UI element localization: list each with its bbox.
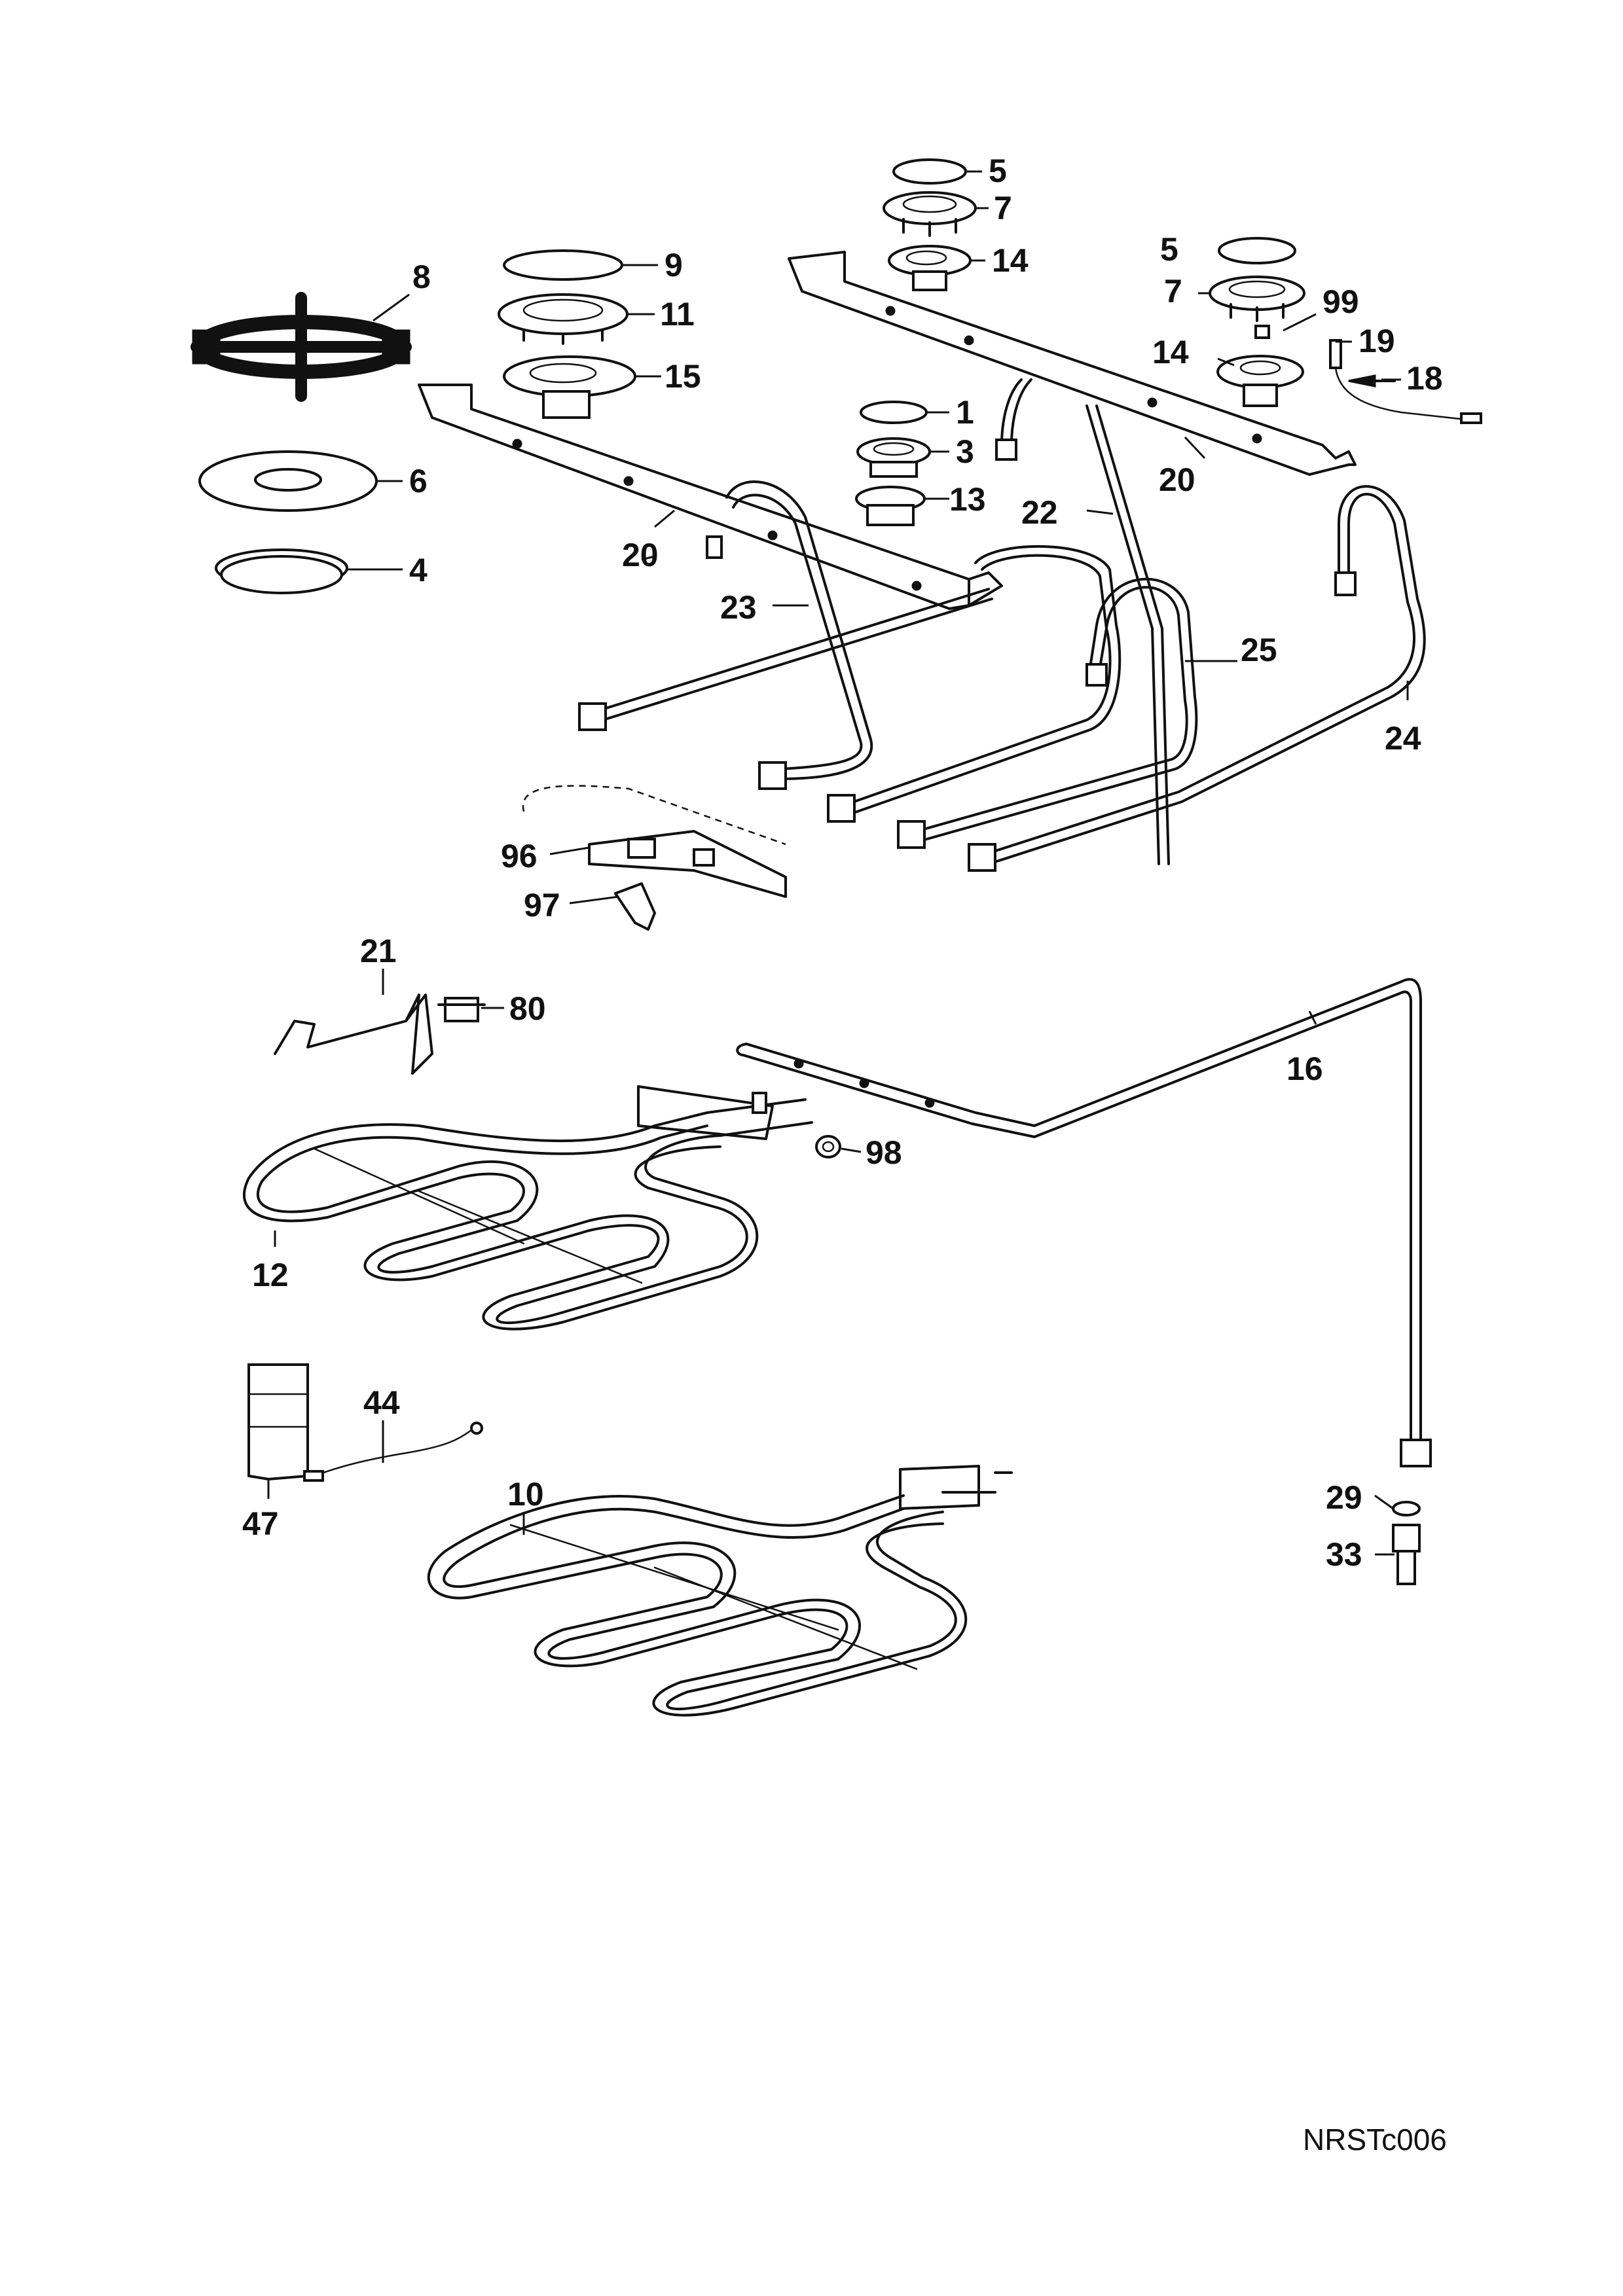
label-14-top: 14 (992, 242, 1029, 279)
burner-base-14-top (888, 245, 972, 291)
gas-pipe-24 (968, 485, 1426, 872)
label-24: 24 (1385, 720, 1421, 757)
connector-33 (1392, 1524, 1421, 1585)
label-20-right: 20 (1159, 461, 1195, 498)
ignition-unit-47 (247, 1363, 309, 1481)
burner-crown-3 (856, 437, 931, 478)
part-labels: 5 7 14 5 7 99 14 19 18 8 9 11 15 6 4 1 3… (242, 152, 1443, 1573)
label-99: 99 (1322, 283, 1359, 320)
gas-pipe-16 (736, 978, 1432, 1467)
label-14-right: 14 (1152, 334, 1189, 370)
label-7-top: 7 (994, 190, 1012, 226)
clip-97 (614, 882, 656, 931)
label-96: 96 (501, 838, 538, 874)
burner-cap-1 (860, 401, 928, 424)
burner-bracket-20-left (418, 384, 1003, 610)
label-8: 8 (412, 259, 431, 295)
drawing-code: NRSTc006 (1303, 2123, 1447, 2157)
burner-cap-5-top (892, 158, 967, 185)
pan-support-8 (191, 292, 412, 402)
burner-crown-7-top (883, 191, 977, 237)
gas-pipe-22 (995, 378, 1170, 865)
label-20-left: 20 (622, 537, 659, 573)
label-16: 16 (1286, 1050, 1323, 1087)
heating-element-10 (427, 1465, 1013, 1717)
burner-base-14-right (1216, 355, 1304, 407)
spillage-plate-6 (198, 450, 378, 512)
nut-98 (815, 1135, 841, 1158)
label-4: 4 (409, 552, 428, 588)
burner-cap-5-right (1218, 237, 1296, 264)
electrode-18 (1348, 374, 1396, 387)
label-7-right: 7 (1164, 273, 1182, 310)
ignition-switch-96 (522, 785, 787, 898)
label-9: 9 (665, 247, 683, 283)
ring-4 (215, 548, 348, 594)
label-18: 18 (1406, 360, 1443, 397)
label-98: 98 (866, 1134, 902, 1171)
gas-pipe-23 (725, 480, 873, 790)
label-21: 21 (360, 933, 397, 969)
label-6: 6 (409, 463, 428, 499)
label-47: 47 (242, 1505, 279, 1542)
injector-99 (1254, 325, 1270, 339)
label-23: 23 (720, 589, 757, 626)
heating-element-12 (243, 1085, 813, 1331)
burner-base-15 (503, 355, 636, 419)
gas-pipe-short-left (578, 535, 993, 731)
burner-base-13 (855, 486, 926, 526)
label-5-right: 5 (1160, 231, 1178, 268)
thermocouple-19 (1329, 339, 1482, 424)
connector-80 (437, 997, 486, 1022)
burner-bracket-20-right (788, 251, 1357, 476)
gas-pipe-left-long (827, 545, 1122, 823)
label-25: 25 (1241, 632, 1277, 668)
washer-29 (1392, 1501, 1421, 1516)
label-15: 15 (665, 358, 701, 395)
label-13: 13 (949, 481, 986, 518)
label-12: 12 (252, 1257, 289, 1293)
leader-lines (267, 170, 1409, 1556)
label-1: 1 (956, 394, 974, 431)
gas-pipe-25 (897, 577, 1198, 849)
label-11: 11 (660, 296, 695, 332)
burner-crown-11 (498, 293, 629, 345)
burner-cap-9 (503, 249, 623, 281)
label-5-top: 5 (989, 152, 1007, 189)
ignition-lead-44 (303, 1422, 483, 1482)
label-3: 3 (956, 433, 974, 470)
label-10: 10 (507, 1476, 544, 1513)
label-29: 29 (1326, 1479, 1362, 1516)
label-97: 97 (524, 887, 560, 924)
label-33: 33 (1326, 1536, 1362, 1573)
label-19: 19 (1359, 323, 1395, 359)
label-44: 44 (363, 1384, 400, 1421)
label-80: 80 (509, 990, 546, 1027)
burner-crown-7-right (1209, 276, 1305, 322)
label-22: 22 (1021, 494, 1058, 531)
bracket-21 (274, 994, 433, 1075)
